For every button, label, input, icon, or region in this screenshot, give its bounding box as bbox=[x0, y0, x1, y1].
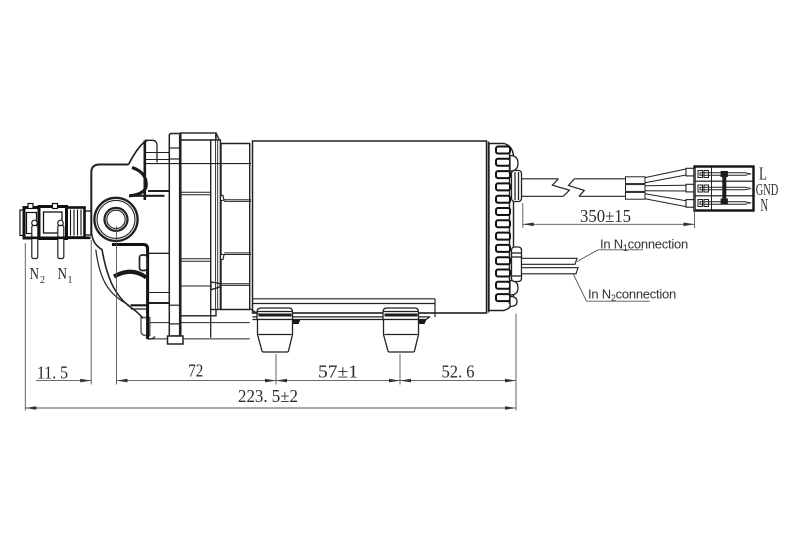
svg-text:223. 5±2: 223. 5±2 bbox=[238, 386, 298, 406]
svg-text:350±15: 350±15 bbox=[580, 206, 631, 226]
svg-text:N: N bbox=[761, 195, 769, 215]
svg-text:11. 5: 11. 5 bbox=[37, 363, 68, 383]
svg-text:N: N bbox=[58, 264, 68, 283]
svg-text:52. 6: 52. 6 bbox=[442, 362, 475, 382]
svg-text:L: L bbox=[759, 164, 767, 184]
svg-text:72: 72 bbox=[188, 361, 203, 381]
svg-text:In N2connection: In N2connection bbox=[588, 286, 676, 303]
svg-text:1: 1 bbox=[68, 275, 73, 286]
svg-text:In N1connection: In N1connection bbox=[600, 237, 688, 254]
svg-text:GND: GND bbox=[756, 180, 779, 199]
svg-text:2: 2 bbox=[40, 275, 45, 286]
svg-text:57±1: 57±1 bbox=[318, 362, 358, 382]
svg-text:N: N bbox=[30, 264, 40, 283]
